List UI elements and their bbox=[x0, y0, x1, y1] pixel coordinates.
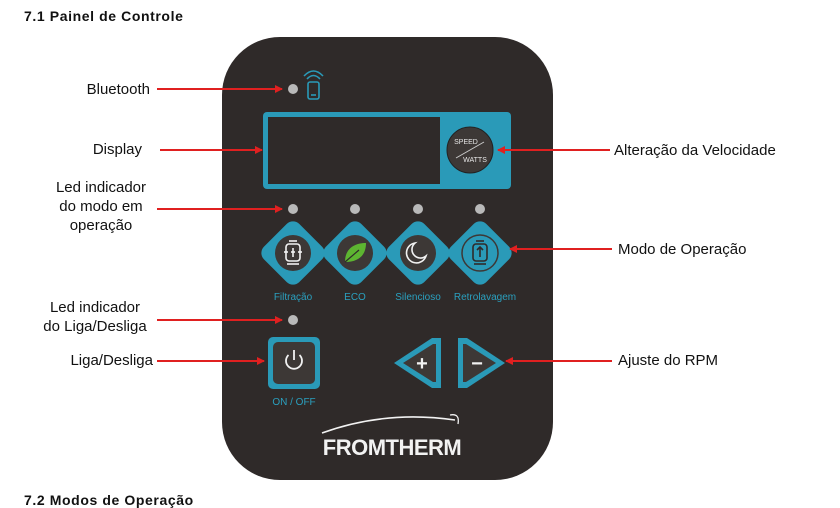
callout-display: Display bbox=[92, 141, 142, 158]
rpm-minus-button[interactable]: − bbox=[458, 338, 505, 388]
minus-icon: − bbox=[471, 353, 483, 375]
callout-power-led-line-2: do Liga/Desliga bbox=[43, 318, 147, 335]
callout-mode-led-line-2: do modo em bbox=[59, 198, 143, 215]
mode-label-filtracao: Filtração bbox=[273, 292, 313, 303]
power-icon bbox=[285, 350, 303, 370]
callout-mode-led-line-3: operação bbox=[69, 217, 133, 234]
mode-led-retrolavagem bbox=[475, 204, 485, 214]
callout-power-led-line-1: Led indicador bbox=[49, 299, 141, 316]
power-button[interactable] bbox=[268, 337, 320, 389]
leaf-icon bbox=[344, 243, 366, 263]
power-led bbox=[288, 315, 298, 325]
mode-button-eco[interactable] bbox=[320, 218, 391, 289]
callout-modes: Modo de Operação bbox=[618, 241, 747, 258]
mode-led-filtracao bbox=[288, 204, 298, 214]
rpm-plus-button[interactable]: + bbox=[394, 338, 441, 388]
filter-icon bbox=[284, 240, 302, 265]
mode-led-silencioso bbox=[413, 204, 423, 214]
mode-button-filtracao[interactable] bbox=[258, 218, 329, 289]
callout-rpm: Ajuste do RPM bbox=[618, 352, 719, 369]
callout-speed: Alteração da Velocidade bbox=[614, 142, 776, 159]
callout-power-led: Led indicador do Liga/Desliga bbox=[30, 298, 160, 336]
brand-logo: FROMTHERM bbox=[321, 414, 462, 460]
plus-icon: + bbox=[416, 353, 428, 375]
callout-mode-led: Led indicador do modo em operação bbox=[36, 178, 166, 235]
speed-watts-button[interactable]: SPEED WATTS bbox=[446, 126, 494, 174]
brand-wordmark: FROMTHERM bbox=[323, 435, 461, 460]
bluetooth-phone-icon bbox=[303, 70, 324, 100]
bluetooth-led bbox=[288, 84, 298, 94]
mode-led-eco bbox=[350, 204, 360, 214]
moon-icon bbox=[405, 241, 428, 264]
callout-bluetooth: Bluetooth bbox=[86, 81, 150, 98]
callout-arrows bbox=[157, 85, 612, 365]
callout-mode-led-line-1: Led indicador bbox=[55, 179, 147, 196]
speed-button-label: SPEED bbox=[454, 139, 478, 146]
mode-button-silencioso[interactable] bbox=[383, 218, 454, 289]
mode-label-retrolavagem: Retrolavagem bbox=[453, 292, 517, 303]
watts-button-label: WATTS bbox=[463, 157, 487, 164]
mode-label-silencioso: Silencioso bbox=[395, 292, 441, 303]
next-section-title: 7.2 Modos de Operação bbox=[24, 492, 194, 508]
display-screen bbox=[268, 117, 440, 184]
power-button-label: ON / OFF bbox=[272, 397, 316, 408]
mode-label-eco: ECO bbox=[344, 292, 366, 303]
callout-power: Liga/Desliga bbox=[70, 352, 153, 369]
backwash-icon bbox=[472, 240, 488, 265]
section-title: 7.1 Painel de Controle bbox=[24, 8, 184, 24]
mode-button-retrolavagem[interactable] bbox=[445, 218, 516, 289]
